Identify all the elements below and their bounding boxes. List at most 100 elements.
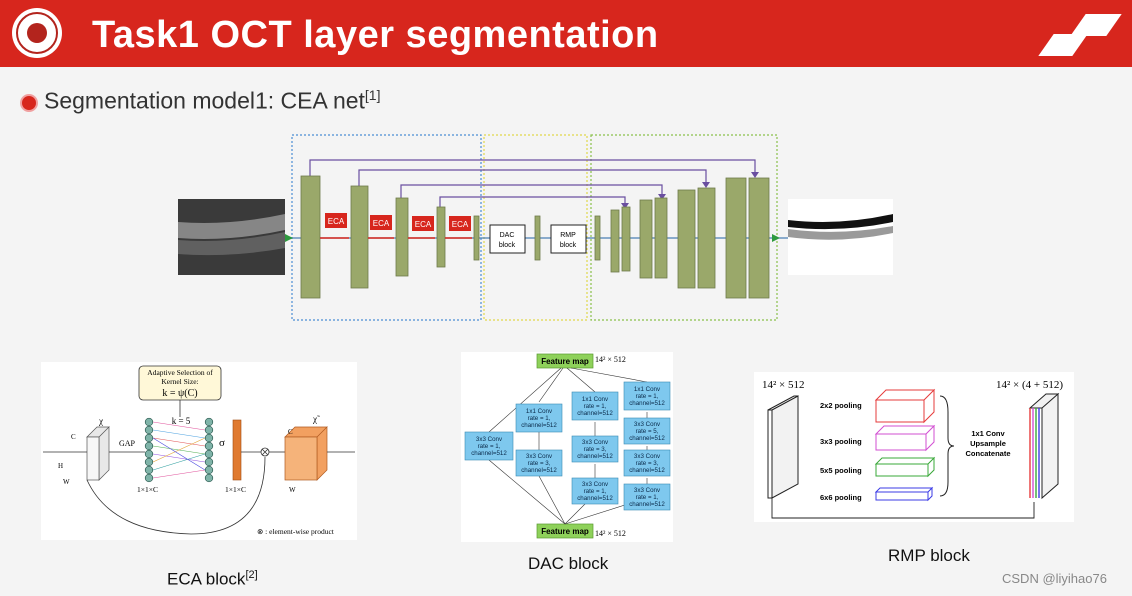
pool-label: 5x5 pooling [820, 466, 862, 475]
conv-line: 3x3 Conv [634, 453, 661, 460]
conv-line: rate = 1, [584, 488, 607, 495]
dac-block-box [489, 224, 526, 254]
conv-line: channel=512 [629, 400, 665, 407]
encoder-layer-5 [473, 215, 480, 261]
conv-line: 3x3 Conv [634, 487, 661, 494]
conv-line: channel=512 [521, 467, 557, 474]
university-logo [12, 8, 62, 58]
eca-caption-ref: [2] [245, 569, 258, 581]
conv-line: channel=512 [629, 467, 665, 474]
eca-tag-3 [412, 216, 434, 231]
encoder-layer-3 [395, 197, 409, 277]
rmp-dim-right: 14² × (4 + 512) [996, 379, 1063, 391]
feature-map-top [536, 353, 594, 369]
sigma-label: σ [219, 437, 225, 449]
conv-line: 1x1 Conv [582, 396, 609, 403]
dim-label-2: 1×1×C [225, 485, 246, 494]
conv-line: 3x3 Conv [582, 481, 609, 488]
conv-line: rate = 3, [584, 446, 607, 453]
decoder-layer-2 [621, 206, 631, 272]
decoder-layer-7 [725, 177, 747, 299]
c-label: C [288, 428, 293, 436]
conv-line: 3x3 Conv [476, 436, 503, 443]
rmp-dim-left: 14² × 512 [762, 379, 805, 391]
eca-tag-label: ECA [328, 217, 345, 226]
eca-legend: ⊗ : element-wise product [257, 527, 335, 536]
conv-line: 1x1 Conv [634, 386, 661, 393]
subtitle-text: Segmentation model1: CEA net [44, 87, 365, 114]
dim-bottom: 14² × 512 [595, 529, 626, 538]
cea-net-diagram: ECA ECA ECA ECA DAC block RMP block [178, 134, 893, 321]
decoder-layer-5 [677, 189, 696, 289]
decoder-layer-1 [610, 209, 620, 273]
decoder-layer-3 [639, 199, 653, 279]
rmp-op: Upsample [970, 439, 1006, 448]
conv-box [464, 381, 671, 511]
decoder-region [590, 134, 778, 321]
rmp-block-label: block [560, 242, 577, 249]
conv-line: 3x3 Conv [582, 439, 609, 446]
eca-tag-1 [325, 213, 347, 228]
pool-label: 6x6 pooling [820, 493, 862, 502]
encoder-layer-4 [436, 206, 446, 268]
eca-caption: ECA block[2] [167, 569, 258, 590]
gap-label: GAP [119, 439, 136, 448]
decoder-layer-4 [654, 197, 668, 279]
k-value-label: k = 5 [172, 416, 191, 426]
w-label: W [289, 486, 296, 494]
eca-tag-2 [370, 215, 392, 230]
conv-line: channel=512 [629, 435, 665, 442]
center-layer-2 [594, 215, 601, 261]
feature-map-top-label: Feature map [541, 357, 589, 366]
conv-line: rate = 1, [478, 443, 501, 450]
feature-map-bottom-label: Feature map [541, 527, 589, 536]
conv-line: 3x3 Conv [526, 453, 553, 460]
dac-block-label: DAC [500, 232, 515, 239]
conv-line: rate = 3, [528, 460, 551, 467]
kernel-box-line: Kernel Size: [161, 377, 198, 386]
conv-line: 3x3 Conv [634, 421, 661, 428]
kernel-box-line: k = ψ(C) [162, 388, 197, 399]
slide-header: Task1 OCT layer segmentation [0, 0, 1132, 67]
c-label: C [71, 433, 76, 441]
slide-title: Task1 OCT layer segmentation [92, 14, 659, 56]
eca-tag-4 [449, 216, 471, 231]
subtitle-ref: [1] [364, 87, 381, 103]
conv-line: channel=512 [521, 422, 557, 429]
header-decoration [1038, 34, 1088, 56]
dac-block-panel: Feature map 14² × 512 Feature map 14² × … [461, 352, 673, 542]
rmp-block-panel: 14² × 512 14² × (4 + 512) 2x2 pooling 3x… [754, 372, 1074, 522]
chi-label: χ [98, 416, 103, 426]
conv-line: rate = 3, [636, 460, 659, 467]
eca-tag-label: ECA [415, 220, 432, 229]
w-label: W [63, 478, 70, 486]
conv-line: channel=512 [471, 450, 507, 457]
conv-line: rate = 1, [636, 494, 659, 501]
rmp-op: 1x1 Conv [971, 429, 1005, 438]
conv-line: channel=512 [577, 495, 613, 502]
rmp-op: Concatenate [965, 449, 1010, 458]
encoder-layer-2 [350, 185, 369, 289]
conv-line: channel=512 [577, 453, 613, 460]
header-decoration [1070, 14, 1122, 36]
center-layer-1 [534, 215, 541, 261]
pool-label: 3x3 pooling [820, 437, 862, 446]
conv-line: rate = 1, [584, 403, 607, 410]
h-label: H [58, 462, 63, 470]
encoder-region [291, 134, 482, 321]
eca-caption-text: ECA block [167, 569, 246, 589]
pool-label: 2x2 pooling [820, 401, 862, 410]
conv-line: 1x1 Conv [526, 408, 553, 415]
bullet-icon [20, 93, 38, 112]
group-brace [939, 395, 955, 497]
rmp-block-label: RMP [560, 232, 576, 239]
conv-line: rate = 1, [636, 393, 659, 400]
rmp-block-box [550, 224, 587, 254]
rmp-output-block [1028, 392, 1060, 500]
dim-top: 14² × 512 [595, 355, 626, 364]
decoder-layer-8 [748, 177, 770, 299]
dim-label-1: 1×1×C [137, 485, 158, 494]
dac-block-label: block [499, 242, 516, 249]
eca-block-panel: Adaptive Selection of Kernel Size: k = ψ… [41, 362, 357, 540]
channel-column-2 [204, 417, 214, 483]
